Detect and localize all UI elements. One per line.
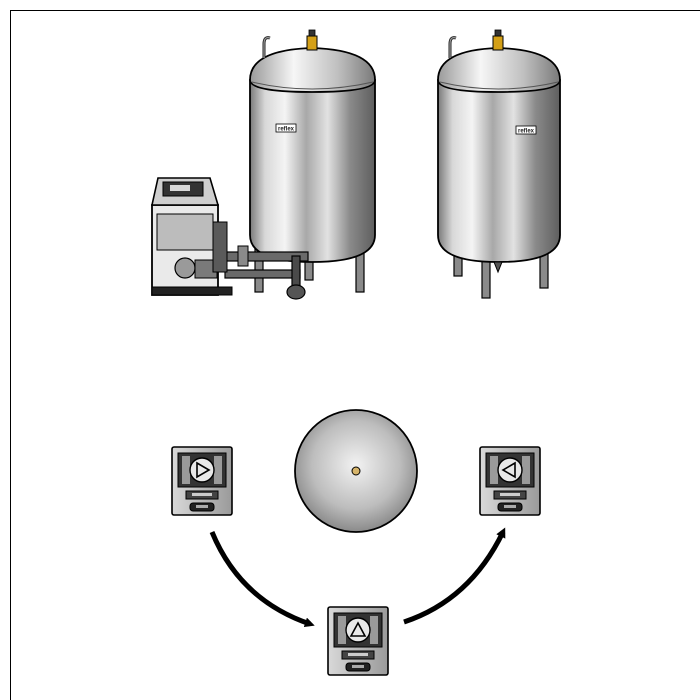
vessel-2-brand-plate	[515, 125, 537, 135]
vessel-1-body	[249, 79, 376, 263]
vessel-2-valve-icon	[492, 35, 504, 51]
vessel-1-dome	[249, 47, 376, 93]
pipe-foot-icon	[286, 284, 306, 300]
vessel-1-brand-plate	[275, 123, 297, 133]
pressure-vessel-1: reflex	[249, 29, 376, 293]
vessel-1-brand-label: reflex	[278, 127, 295, 133]
control-unit-panel	[156, 213, 214, 251]
vessel-2-dome	[437, 47, 561, 93]
pipe-drop	[291, 255, 301, 287]
pressure-vessel-2: reflex	[437, 29, 561, 299]
control-unit-base	[151, 286, 233, 296]
vessel-top-view	[294, 409, 418, 533]
vessel-1-valve-icon	[306, 35, 318, 51]
pump-unit-right	[479, 446, 541, 516]
pipe-valve	[237, 245, 249, 267]
figure-frame	[10, 10, 700, 700]
vessel-2-brand-label: reflex	[518, 129, 535, 135]
rotation-arrow-right-icon	[403, 527, 506, 625]
vessel-1-valve-cap	[308, 29, 316, 37]
pump-unit-bottom	[327, 606, 389, 676]
pump-unit-left	[171, 446, 233, 516]
pump-left-play-icon	[196, 461, 211, 479]
control-unit-pump-icon	[174, 257, 196, 279]
pump-unit-right-pump-icon	[497, 457, 523, 483]
connection-piping	[217, 245, 309, 300]
control-unit-side-pipe	[212, 221, 228, 273]
control-unit	[151, 177, 233, 296]
vessel-1-seam	[251, 81, 374, 90]
pump-bottom-play-icon	[349, 621, 367, 637]
vessel-2-body	[437, 79, 561, 263]
pump-right-play-icon	[501, 461, 516, 479]
pipe-lower	[224, 269, 301, 279]
rotation-arrow-left-icon	[209, 531, 315, 628]
vessel-center-dot	[351, 466, 361, 476]
pump-unit-left-pump-icon	[189, 457, 215, 483]
